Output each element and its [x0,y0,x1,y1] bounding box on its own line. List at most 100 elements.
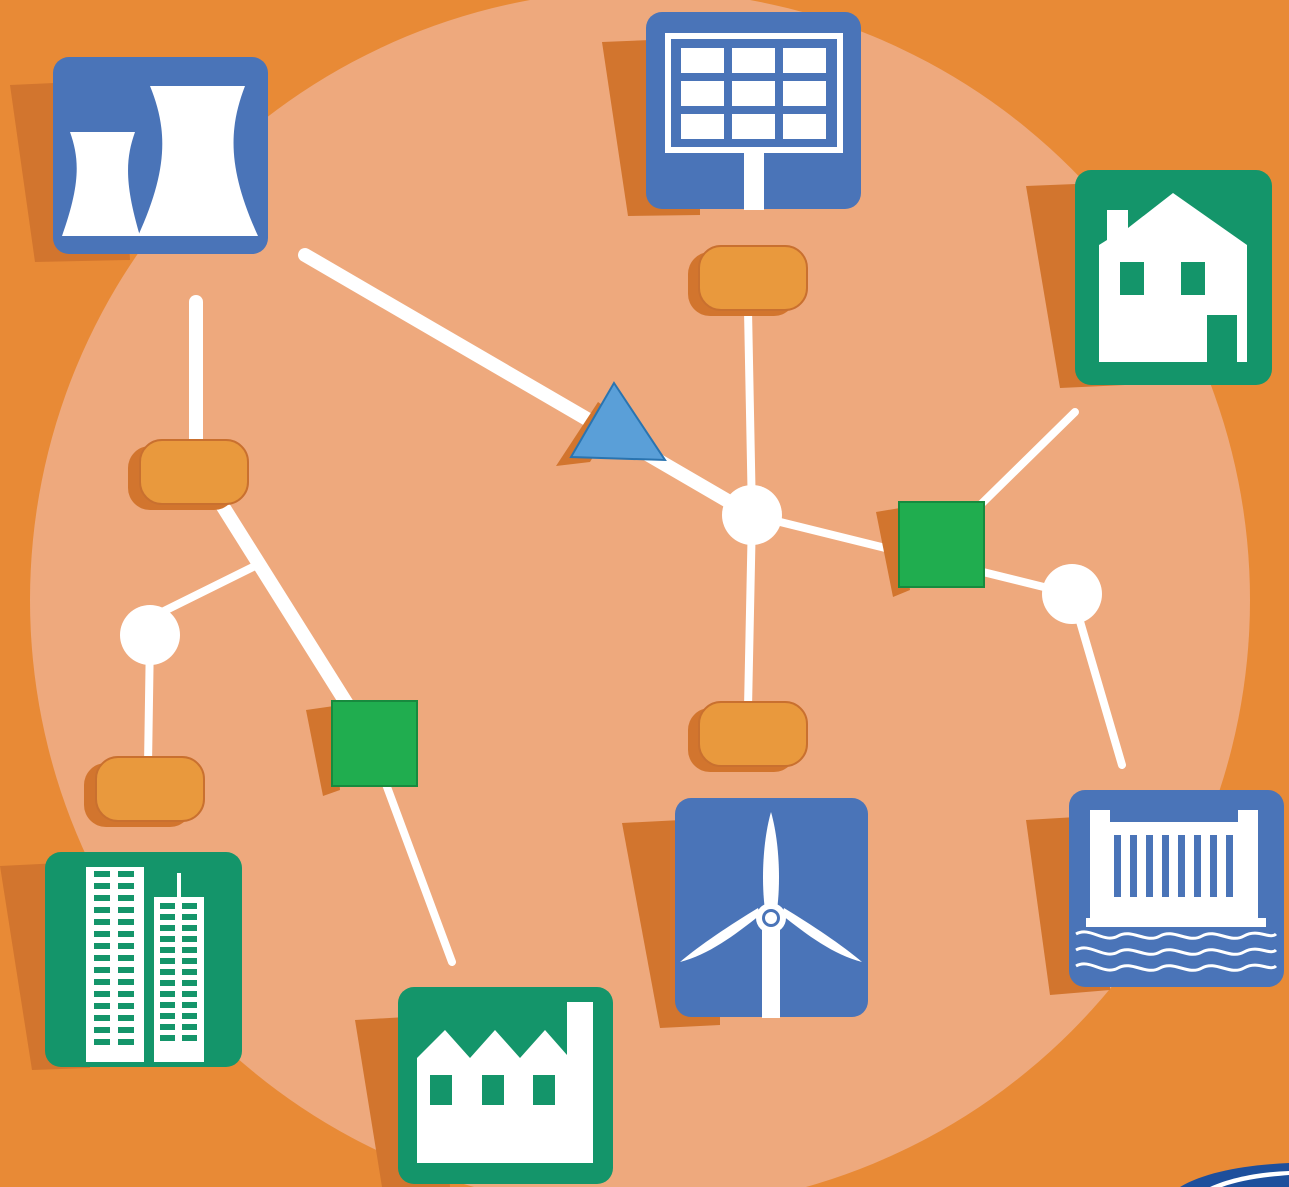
junction-right [1042,564,1102,624]
solar-cell [783,81,826,106]
office-window [118,1015,134,1021]
office-window [182,903,197,909]
office-window [182,1002,197,1008]
office-window [160,936,175,942]
dam-gate [1130,835,1137,897]
dam-gate [1146,835,1153,897]
dam-gate [1194,835,1201,897]
line-switch-to-factory [376,764,456,966]
storage-bottom-left [84,756,205,827]
power-plant-tile [53,57,268,254]
storage-units [84,245,808,827]
solar-cell [783,48,826,73]
switch-left [306,700,418,796]
office-window [94,895,110,901]
office-window [160,1024,175,1030]
office-window [182,936,197,942]
line-branch-to-junction-left [146,562,259,622]
line-hub-to-storage-bottom [744,511,756,712]
office-window [160,1013,175,1019]
office-buildings-tile [45,852,242,1067]
wind-turbine-icon [680,812,862,1018]
office-window [118,979,134,985]
office-window [160,925,175,931]
solar-cell [732,114,775,139]
office-window [182,914,197,920]
solar-cell [681,48,724,73]
solar-cell [681,81,724,106]
cooling-towers-icon [62,86,258,236]
office-window [94,991,110,997]
office-window [118,1003,134,1009]
dam-gate [1178,835,1185,897]
office-window [182,1013,197,1019]
office-window [160,980,175,986]
solar-panel-tile [646,12,861,210]
office-window [182,991,197,997]
solar-cell [681,114,724,139]
office-window [182,1035,197,1041]
office-window [160,969,175,975]
office-window [160,1035,175,1041]
storage-top [688,245,808,316]
hydro-dam-icon [1075,810,1278,972]
house-tile [1075,170,1272,385]
line-storage-to-switch [215,498,359,719]
office-window [182,925,197,931]
transformer-center [556,381,667,466]
dam-gate [1114,835,1121,897]
office-window [182,969,197,975]
junction-left [120,605,180,665]
solar-panel-icon [665,33,843,210]
office-window [160,914,175,920]
office-window [118,955,134,961]
office-window [118,1027,134,1033]
storage-left [128,439,249,510]
office-window [118,907,134,913]
office-window [118,883,134,889]
switch-right [876,501,985,597]
factory-tile [398,987,613,1184]
office-window [182,958,197,964]
grid-area-circle [30,0,1250,1187]
office-window [182,980,197,986]
office-window [160,1002,175,1008]
office-window [94,967,110,973]
solar-cell [732,48,775,73]
factory-icon [417,1002,593,1163]
office-window [118,895,134,901]
office-window [118,943,134,949]
office-window [182,1024,197,1030]
office-window [94,943,110,949]
office-window [94,919,110,925]
office-buildings-icon [86,867,204,1062]
office-window [118,871,134,877]
junctions [120,485,1102,665]
office-window [94,871,110,877]
line-hub-to-storage-top [744,306,756,519]
switches [306,501,985,796]
office-window [94,1027,110,1033]
office-window [118,919,134,925]
dam-gate [1210,835,1217,897]
dam-gate [1162,835,1169,897]
office-window [160,903,175,909]
office-window [94,1003,110,1009]
line-plant-to-hub [298,248,759,522]
office-window [118,1039,134,1045]
office-window [160,958,175,964]
office-window [160,947,175,953]
office-window [94,1039,110,1045]
office-window [160,991,175,997]
solar-cell [783,114,826,139]
office-window [94,883,110,889]
office-window [94,955,110,961]
solar-cell [732,81,775,106]
office-window [94,907,110,913]
house-icon [1099,193,1247,362]
office-window [118,931,134,937]
dam-gate [1226,835,1233,897]
office-window [94,979,110,985]
office-window [118,967,134,973]
